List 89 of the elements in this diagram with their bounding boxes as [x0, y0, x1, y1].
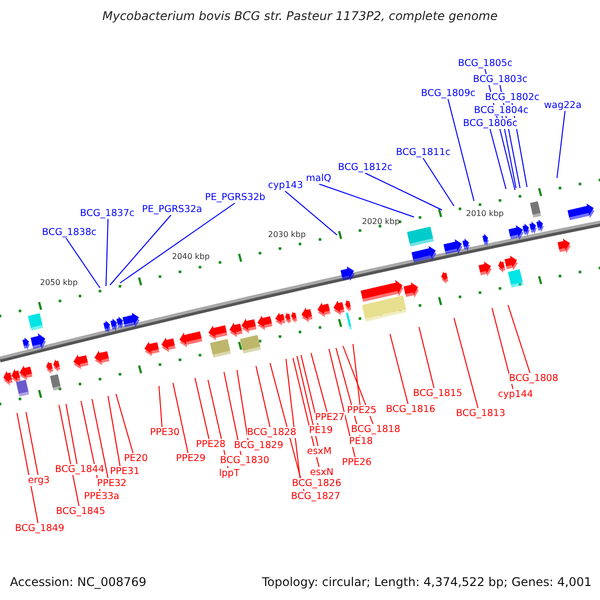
gene-label: PE20 — [124, 453, 148, 464]
leader-line — [418, 326, 434, 388]
leader-line — [390, 334, 408, 404]
gene-label: PPE27 — [315, 412, 345, 423]
gene-label: BCG_1830 — [220, 455, 270, 466]
gene-label: BCG_1827 — [291, 491, 340, 502]
gene-label: BCG_1803c — [473, 74, 528, 85]
gene-label: PPE32 — [97, 478, 127, 489]
scale-label: 2040 kbp — [172, 252, 210, 261]
gene-label: BCG_1808 — [509, 373, 558, 384]
leader-line — [310, 352, 328, 412]
leader-line — [454, 318, 478, 408]
gene-label: BCG_1829 — [234, 440, 284, 451]
leader-line — [448, 98, 474, 202]
leader-line — [352, 344, 360, 406]
leader-line — [490, 128, 506, 190]
leader-line — [300, 354, 318, 426]
gene-label: BCG_1818 — [351, 424, 400, 435]
gene-label: PPE30 — [150, 427, 180, 438]
gene-label: esxM — [307, 446, 332, 457]
leader-line — [108, 396, 120, 466]
gene-label: PPE25 — [347, 405, 377, 416]
leader-line — [286, 358, 300, 478]
gene-label: lppT — [219, 468, 240, 479]
gene-label: BCG_1815 — [413, 388, 462, 399]
gene-label: BCG_1802c — [485, 92, 540, 103]
scale-label: 2030 kbp — [268, 230, 306, 239]
gene-label: BCG_1844 — [55, 464, 104, 475]
gene-label: PE19 — [309, 425, 333, 436]
leader-line — [172, 382, 188, 454]
gene-label: BCG_1813 — [456, 408, 506, 419]
leader-line — [556, 110, 566, 178]
leader-line — [508, 304, 530, 374]
footer-text: Accession: NC_008769 — [10, 575, 146, 589]
leader-line — [106, 218, 108, 286]
leader-line — [492, 308, 514, 390]
leader-line — [256, 366, 270, 428]
gene-label: PE18 — [349, 436, 373, 447]
footer-text: Topology: circular; Length: 4,374,522 bp; Genes: 4,001 — [262, 575, 592, 589]
leader-line — [502, 116, 516, 188]
leader-line — [16, 412, 38, 524]
leader-line — [284, 190, 338, 236]
leader-line — [318, 184, 414, 218]
gene-label: BCG_1804c — [474, 105, 528, 116]
leader-line — [26, 412, 38, 476]
leader-line — [224, 372, 242, 456]
leader-line — [110, 214, 172, 286]
leader-line — [422, 158, 454, 206]
gene-label: PPE26 — [342, 457, 372, 468]
gene-label: BCG_1806c — [463, 118, 518, 129]
leader-line — [158, 386, 162, 428]
gene-label: PE_PGRS32b — [205, 192, 266, 203]
gene-label: malQ — [306, 173, 332, 184]
scale-label: 2050 kbp — [40, 278, 78, 287]
gene-label: PE_PGRS32a — [142, 204, 202, 215]
leader-line — [116, 394, 134, 454]
gene-label: PPE33a — [84, 491, 120, 502]
gene-label: cyp144 — [498, 389, 534, 400]
gene-label: BCG_1805c — [458, 58, 512, 69]
gene-label: BCG_1816 — [386, 404, 436, 415]
scale-label: 2010 kbp — [466, 209, 504, 218]
gene-label: BCG_1849 — [15, 523, 64, 534]
leader-line — [92, 398, 108, 478]
gene-label: BCG_1837c — [80, 208, 134, 219]
leader-line — [58, 404, 80, 506]
gene-label: BCG_1809c — [421, 88, 476, 99]
leader-line — [194, 378, 210, 440]
gene-label: BCG_1812c — [338, 162, 392, 173]
gene-label: BCG_1828 — [247, 427, 296, 438]
gene-label: BCG_1845 — [56, 506, 106, 517]
leader-line — [236, 370, 248, 440]
gene-label: PPE28 — [196, 439, 226, 450]
gene-label: cyp143 — [268, 180, 304, 191]
leader-line — [364, 172, 442, 210]
gene-label: erg3 — [28, 475, 50, 486]
gene-label: PPE29 — [176, 453, 206, 464]
leader-line — [66, 404, 78, 464]
gene-label: BCG_1838c — [42, 227, 96, 238]
leader-line — [66, 238, 100, 288]
leader-line — [296, 356, 318, 446]
gene-label: BCG_1826 — [292, 478, 342, 489]
title: Mycobacterium bovis BCG str. Pasteur 1173P2, complete genome — [101, 10, 499, 22]
leader-line — [328, 348, 356, 458]
gene-label: BCG_1811c — [396, 147, 450, 158]
gene-label: PPE31 — [110, 466, 140, 477]
scale-label: 2020 kbp — [362, 217, 400, 226]
gene-label: wag22a — [544, 100, 582, 111]
gene-label: esxN — [310, 467, 334, 478]
leader-line — [120, 202, 236, 284]
